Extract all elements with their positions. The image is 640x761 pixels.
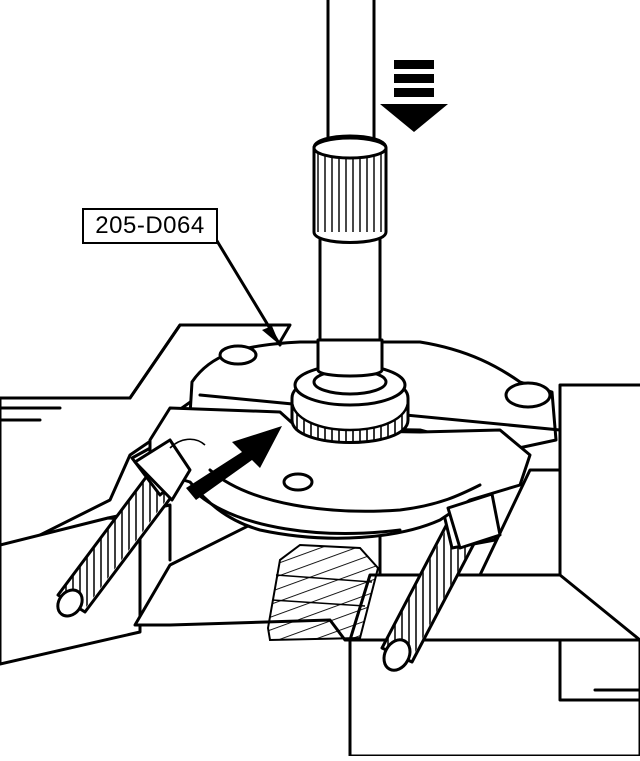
label-leader-line: [212, 234, 282, 347]
tool-number-label: 205-D064: [82, 208, 218, 244]
leader-arrow-tip: [262, 326, 280, 345]
installation-arrow-icon: [169, 426, 282, 500]
gear: [266, 543, 380, 642]
press-direction-arrow-icon: [380, 60, 448, 132]
press-rod: [312, 0, 388, 378]
